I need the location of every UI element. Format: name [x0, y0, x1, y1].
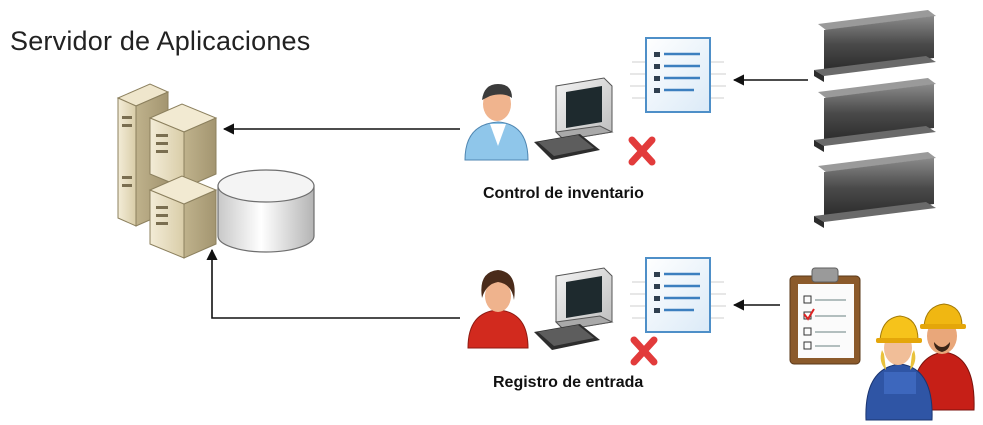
- error-x-icon: [630, 336, 658, 366]
- control-inventario-label: Control de inventario: [483, 185, 644, 202]
- user-male-icon: [464, 84, 529, 161]
- form-document-icon: [630, 257, 726, 333]
- user-female-icon: [467, 270, 529, 349]
- steel-beam-icon: [814, 10, 936, 82]
- server-cluster-icon: [116, 83, 218, 259]
- steel-beam-icon: [814, 152, 936, 228]
- clipboard-checklist-icon: [789, 267, 861, 365]
- entrada-to-server-arrow: [206, 248, 460, 319]
- registro-entrada-label: Registro de entrada: [493, 374, 644, 391]
- computer-icon: [534, 267, 614, 350]
- steel-beam-icon: [814, 78, 936, 152]
- construction-workers-icon: [865, 303, 975, 421]
- form-document-icon: [630, 37, 726, 113]
- database-icon: [217, 169, 315, 253]
- computer-icon: [534, 77, 614, 160]
- diagram-title: Servidor de Aplicaciones: [10, 26, 311, 56]
- error-x-icon: [628, 136, 656, 166]
